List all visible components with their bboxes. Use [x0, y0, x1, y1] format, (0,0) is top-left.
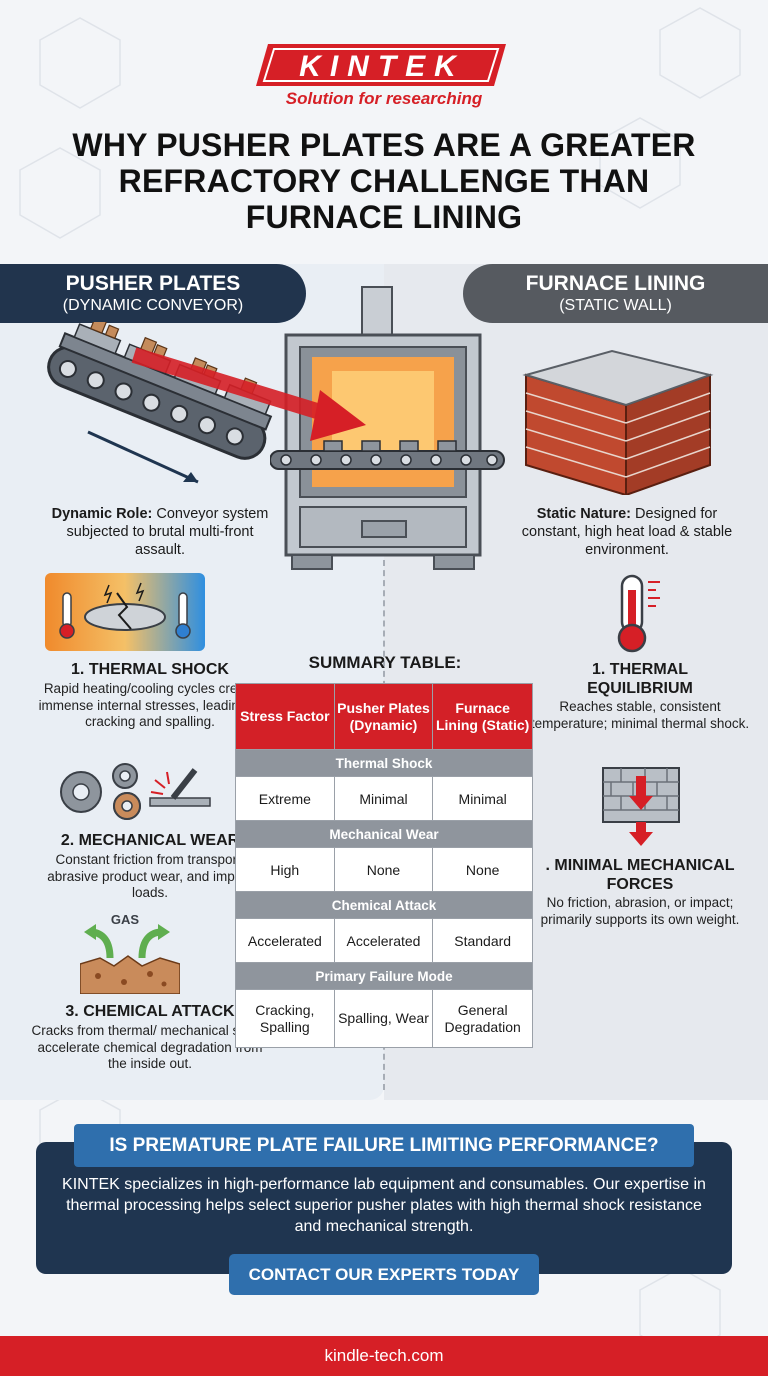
table-group-label: Primary Failure Mode	[235, 962, 533, 990]
contact-experts-button[interactable]: CONTACT OUR EXPERTS TODAY	[229, 1254, 539, 1295]
table-cell: None	[432, 847, 533, 892]
table-group-label: Chemical Attack	[235, 891, 533, 919]
table-cell: Cracking, Spalling	[235, 989, 335, 1048]
table-group-row: Thermal Shock	[235, 749, 533, 777]
brick-weight-icon	[602, 767, 680, 846]
thermal-shock-title: 1. THERMAL SHOCK	[71, 661, 229, 678]
static-nature-desc: Designed for constant, high heat load & …	[521, 506, 733, 558]
table-group-row: Primary Failure Mode	[235, 962, 533, 990]
table-row: Extreme Minimal Minimal	[235, 776, 533, 821]
pusher-plates-title: PUSHER PLATES	[65, 272, 241, 295]
table-cell: Accelerated	[333, 918, 434, 963]
static-nature-label: Static Nature:	[536, 506, 632, 522]
summary-table-title: SUMMARY TABLE:	[308, 653, 462, 672]
mechanical-wear-desc: Constant friction from transport, abrasi…	[47, 852, 253, 900]
table-header-cell: Furnace Lining (Static)	[432, 683, 533, 750]
static-nature-text: Static Nature: Designed for constant, hi…	[514, 505, 740, 559]
brick-wall-illustration	[522, 349, 714, 495]
furnace-lining-title: FURNACE LINING	[525, 272, 706, 295]
gas-corrosion-icon: GAS	[80, 912, 180, 994]
chemical-attack-title: 3. CHEMICAL ATTACK	[65, 1003, 235, 1020]
table-cell: General Degradation	[432, 989, 533, 1048]
thermal-equilibrium-desc: Reaches stable, consistent temperature; …	[530, 699, 750, 731]
table-cell: Minimal	[432, 776, 533, 821]
table-row: Cracking, Spalling Spalling, Wear Genera…	[235, 989, 533, 1048]
table-cell: None	[333, 847, 434, 892]
table-cell: Minimal	[333, 776, 434, 821]
gears-icon	[60, 763, 211, 820]
mechanical-wear-title: 2. MECHANICAL WEAR	[60, 832, 240, 849]
furnace-illustration	[270, 286, 505, 570]
pusher-plates-header: PUSHER PLATES (DYNAMIC CONVEYOR)	[0, 264, 306, 323]
kintek-logo: KINTEK	[256, 44, 506, 86]
table-group-row: Chemical Attack	[235, 891, 533, 919]
thermal-equilibrium-title: 1. THERMAL EQUILIBRIUM	[587, 661, 693, 697]
table-header-cell: Stress Factor	[235, 683, 335, 750]
summary-table: Stress Factor Pusher Plates (Dynamic) Fu…	[235, 683, 533, 1048]
chemical-attack-desc: Cracks from thermal/ mechanical stress a…	[31, 1023, 269, 1071]
gas-label: GAS	[111, 912, 140, 927]
table-cell: Standard	[432, 918, 533, 963]
pusher-plates-subtitle: (DYNAMIC CONVEYOR)	[62, 297, 244, 314]
footer-url[interactable]: kindle-tech.com	[0, 1336, 768, 1376]
dynamic-role-desc: Conveyor system subjected to brutal mult…	[66, 506, 269, 558]
logo-text: KINTEK	[299, 50, 465, 83]
red-arrow-icon	[131, 347, 366, 441]
table-cell: High	[235, 847, 335, 892]
table-group-label: Thermal Shock	[235, 749, 533, 777]
dynamic-role-text: Dynamic Role: Conveyor system subjected …	[40, 505, 280, 559]
table-row: Accelerated Accelerated Standard	[235, 918, 533, 963]
tagline: Solution for researching	[285, 89, 483, 108]
furnace-lining-header: FURNACE LINING (STATIC WALL)	[463, 264, 768, 323]
dynamic-role-label: Dynamic Role:	[51, 506, 153, 522]
table-cell: Accelerated	[235, 918, 335, 963]
furnace-lining-subtitle: (STATIC WALL)	[559, 297, 672, 314]
cta-heading: IS PREMATURE PLATE FAILURE LIMITING PERF…	[74, 1124, 694, 1167]
table-header-cell: Pusher Plates (Dynamic)	[333, 683, 434, 750]
table-header-row: Stress Factor Pusher Plates (Dynamic) Fu…	[235, 683, 533, 750]
thermometer-icon	[617, 574, 660, 653]
table-cell: Extreme	[235, 776, 335, 821]
thermal-shock-desc: Rapid heating/cooling cycles create imme…	[38, 681, 262, 729]
minimal-mechanical-forces-title: . MINIMAL MECHANICAL FORCES	[545, 857, 735, 893]
thermal-shock-icon	[45, 573, 205, 651]
minimal-mechanical-forces-desc: No friction, abrasion, or impact; primar…	[540, 895, 740, 927]
table-row: High None None	[235, 847, 533, 892]
table-cell: Spalling, Wear	[333, 989, 434, 1048]
cta-text: KINTEK specializes in high-performance l…	[62, 1176, 706, 1235]
table-group-label: Mechanical Wear	[235, 820, 533, 848]
table-group-row: Mechanical Wear	[235, 820, 533, 848]
page-title: WHY PUSHER PLATES ARE A GREATER REFRACTO…	[72, 127, 696, 235]
